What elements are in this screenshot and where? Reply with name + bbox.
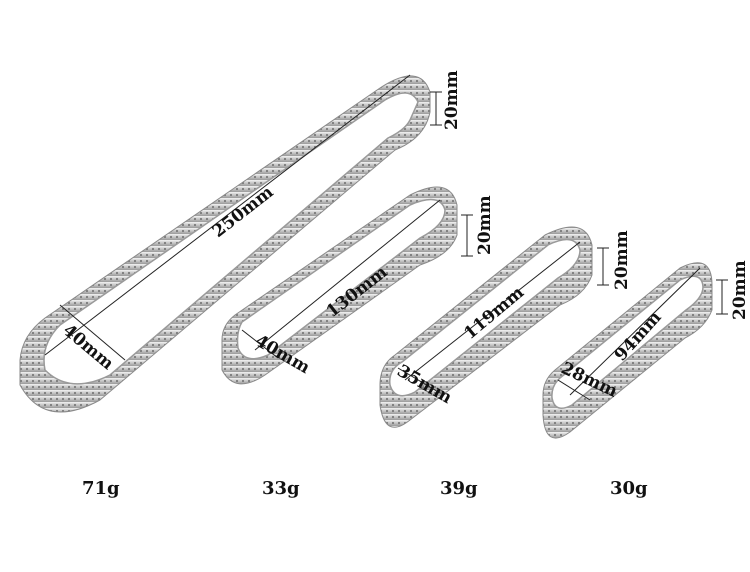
ring-4-weight: 30g — [610, 478, 648, 499]
ring-1: 250mm 40mm 20mm — [19, 70, 462, 413]
ring-4-height-label: 20mm — [730, 260, 750, 320]
ring-3-inner — [389, 238, 581, 397]
ring-3-height-label: 20mm — [612, 230, 632, 290]
ring-2-weight: 33g — [262, 478, 300, 499]
ring-3-weight: 39g — [440, 478, 478, 499]
ring-1-weight: 71g — [82, 478, 120, 499]
ring-3-width-line — [397, 367, 441, 394]
ring-3: 119mm 35mm 20mm — [379, 226, 632, 428]
ring-2-length-line — [254, 199, 441, 351]
ring-2-inner — [236, 198, 446, 360]
ring-2-width-line — [241, 329, 279, 359]
ring-4-length-line — [569, 267, 701, 396]
ring-1-length-line — [44, 74, 411, 356]
ring-3-length-line — [404, 241, 581, 381]
ring-1-height-label: 20mm — [442, 70, 462, 130]
ring-4: 94mm 28mm 20mm — [542, 260, 750, 439]
ring-1-width-line — [59, 304, 126, 361]
ring-1-inner — [43, 92, 419, 385]
ring-4-width-line — [557, 379, 591, 401]
ring-2-height-label: 20mm — [475, 195, 495, 255]
